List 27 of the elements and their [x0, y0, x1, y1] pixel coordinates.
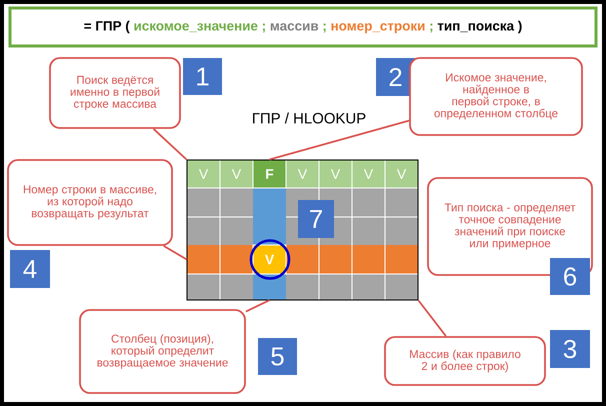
number-badge: 4 — [10, 250, 50, 288]
array-table — [186, 160, 418, 300]
callout-box: Поиск ведётся именно в первой строке массива — [49, 57, 181, 129]
number-badge: 1 — [183, 58, 222, 95]
leader-line — [152, 128, 188, 160]
table-cell: V — [384, 160, 418, 188]
table-cell: V — [286, 160, 320, 188]
table-cell: V — [220, 160, 254, 188]
leader-line — [246, 299, 270, 312]
number-badge: 6 — [550, 258, 590, 295]
callout-box: Массив (как правило 2 и более строк) — [384, 336, 546, 386]
callout-box: Столбец (позиция), который определит возвращаемое значение — [79, 309, 246, 394]
callout-box: Искомое значение, найденное в первой строке, в определенном столбце — [409, 57, 583, 136]
leader-line — [269, 120, 410, 160]
chart-title: ГПР / HLOOKUP — [253, 112, 366, 124]
table-cell: V — [318, 160, 352, 188]
table-cell: V — [352, 160, 386, 188]
formula-bar: = ГПР ( искомое_значение ; массив ; номер_строки ; тип_поиска ) — [8, 6, 598, 48]
number-badge: 5 — [258, 338, 297, 375]
table-cell: V — [186, 160, 220, 188]
leader-line — [418, 300, 447, 337]
result-cell: V — [252, 244, 286, 274]
leader-line — [163, 245, 188, 260]
table-cell: F — [252, 160, 286, 188]
callout-box: Номер строки в массиве, из которой надо возвращать результат — [7, 159, 173, 246]
number-badge: 7 — [298, 200, 334, 238]
number-badge: 3 — [550, 330, 590, 368]
